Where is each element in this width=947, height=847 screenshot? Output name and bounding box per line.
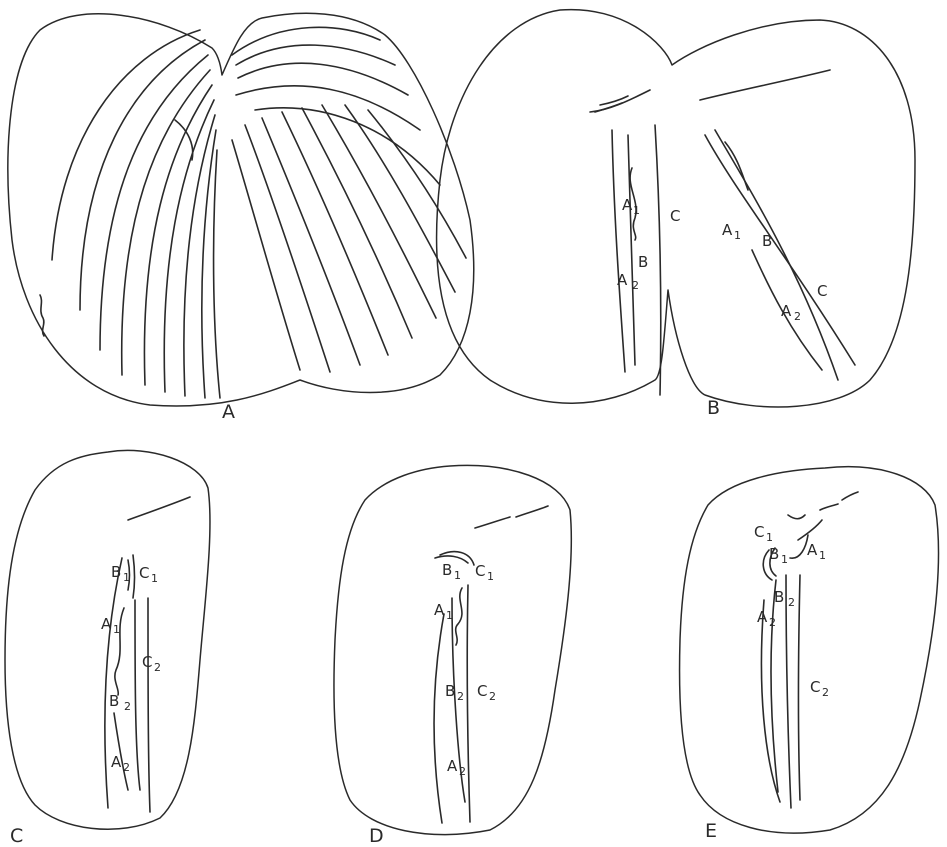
panel-c-b1-label: B bbox=[111, 563, 121, 581]
panel-c-a1-subscript: 1 bbox=[113, 623, 120, 636]
panel-b-left-c-label: C bbox=[670, 207, 680, 225]
panel-b-label: B bbox=[707, 397, 720, 419]
panel-d-b2-label: B bbox=[445, 682, 455, 700]
panel-c-b2-subscript: 2 bbox=[124, 700, 131, 713]
panel-e-a2-subscript: 2 bbox=[769, 616, 776, 629]
panel-e-strokes bbox=[761, 492, 858, 808]
panel-c-b2-label: B bbox=[109, 692, 119, 710]
panel-d-c1-subscript: 1 bbox=[487, 570, 494, 583]
panel-e-a2-label: A bbox=[757, 608, 768, 626]
panel-a-left-striations bbox=[40, 30, 220, 398]
panel-c-outline bbox=[5, 450, 210, 829]
panel-d-label: D bbox=[369, 825, 384, 847]
panel-b-left-a2-subscript: 2 bbox=[632, 279, 639, 292]
panel-a-label: A bbox=[222, 401, 235, 423]
panel-d: B 1 C 1 A 1 B 2 C 2 A 2 D bbox=[334, 465, 571, 847]
panel-c-label: C bbox=[10, 825, 23, 847]
panel-b-left-b-label: B bbox=[638, 253, 648, 271]
panel-d-c2-label: C bbox=[477, 682, 487, 700]
panel-c-a1-label: A bbox=[101, 615, 112, 633]
panel-d-a2-label: A bbox=[447, 757, 458, 775]
panel-e-label: E bbox=[705, 820, 717, 842]
panel-c-a2-subscript: 2 bbox=[123, 761, 130, 774]
panel-a-right-striations bbox=[232, 27, 466, 372]
panel-d-b1-label: B bbox=[442, 561, 452, 579]
panel-b-right-a1-subscript: 1 bbox=[734, 229, 741, 242]
panel-c-b1-subscript: 1 bbox=[123, 571, 130, 584]
panel-e: C 1 B 1 A 1 B 2 A 2 C 2 E bbox=[680, 467, 939, 842]
panel-c-c2-subscript: 2 bbox=[154, 661, 161, 674]
panel-d-b1-subscript: 1 bbox=[454, 569, 461, 582]
panel-e-b1-subscript: 1 bbox=[781, 553, 788, 566]
panel-d-strokes bbox=[434, 506, 548, 823]
panel-e-c2-label: C bbox=[810, 678, 820, 696]
panel-e-c1-subscript: 1 bbox=[766, 531, 773, 544]
panel-e-outline bbox=[680, 467, 939, 833]
panel-b-right-b-label: B bbox=[762, 232, 772, 250]
panel-d-b2-subscript: 2 bbox=[457, 690, 464, 703]
panel-c: B 1 C 1 A 1 C 2 B 2 A 2 C bbox=[5, 450, 210, 847]
panel-b-right-a1-label: A bbox=[722, 221, 733, 239]
panel-d-c1-label: C bbox=[475, 562, 485, 580]
panel-e-b1-label: B bbox=[769, 545, 779, 563]
panel-b-left-a1-label: A bbox=[622, 196, 633, 214]
panel-d-a2-subscript: 2 bbox=[459, 765, 466, 778]
panel-a-outline bbox=[8, 13, 474, 406]
panel-e-a1-subscript: 1 bbox=[819, 549, 826, 562]
panel-d-a1-label: A bbox=[434, 601, 445, 619]
panel-b-right-c-label: C bbox=[817, 282, 827, 300]
panel-e-a1-label: A bbox=[807, 541, 818, 559]
panel-b-right-a2-subscript: 2 bbox=[794, 310, 801, 323]
panel-b-left-a2-label: A bbox=[617, 271, 628, 289]
panel-e-b2-subscript: 2 bbox=[788, 596, 795, 609]
panel-c-c1-label: C bbox=[139, 564, 149, 582]
panel-e-c1-label: C bbox=[754, 523, 764, 541]
panel-a: A bbox=[8, 13, 474, 423]
panel-d-c2-subscript: 2 bbox=[489, 690, 496, 703]
panel-e-b2-label: B bbox=[774, 588, 784, 606]
panel-d-a1-subscript: 1 bbox=[446, 609, 453, 622]
panel-c-c2-label: C bbox=[142, 653, 152, 671]
panel-c-a2-label: A bbox=[111, 753, 122, 771]
panel-b-right-a2-label: A bbox=[781, 302, 792, 320]
panel-b: A 1 C B A 2 A 1 B C A 2 B bbox=[437, 10, 915, 419]
panel-e-c2-subscript: 2 bbox=[822, 686, 829, 699]
panel-b-left-a1-subscript: 1 bbox=[633, 204, 640, 217]
panel-c-c1-subscript: 1 bbox=[151, 572, 158, 585]
